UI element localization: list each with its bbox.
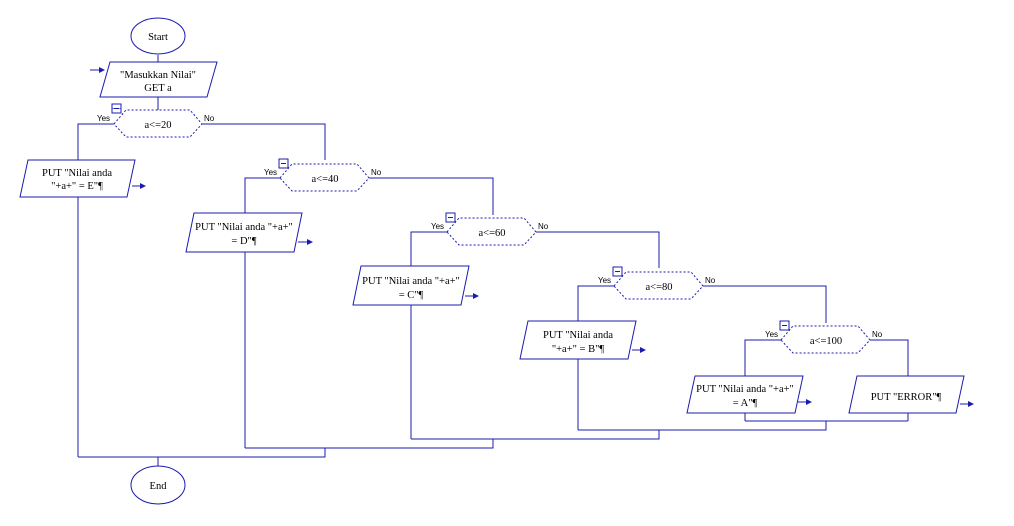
collapse-icon[interactable] xyxy=(445,212,456,223)
start-terminal[interactable]: Start xyxy=(130,17,186,55)
decision-4-no-label: No xyxy=(705,276,716,285)
decision-5-yes-label: Yes xyxy=(765,330,778,339)
decision-3-no-label: No xyxy=(538,222,549,231)
output-a-line-1: PUT "Nilai anda "+a+" xyxy=(696,384,794,395)
decision-4-condition: a<=80 xyxy=(645,282,672,293)
collapse-icon[interactable] xyxy=(278,158,289,169)
decision-1-condition: a<=20 xyxy=(144,120,171,131)
flow-arrows xyxy=(90,67,974,407)
input-line-2: GET a xyxy=(144,83,172,94)
output-b-line-1: PUT "Nilai anda xyxy=(543,330,613,341)
decision-5-no-label: No xyxy=(872,330,883,339)
input-line-1: "Masukkan Nilai" xyxy=(120,70,196,81)
decision-1[interactable]: a<=20 Yes No xyxy=(97,103,215,138)
output-d-line-2: = D"¶ xyxy=(231,236,256,247)
output-e-line-2: "+a+" = E"¶ xyxy=(51,181,103,192)
output-grade-c[interactable]: PUT "Nilai anda "+a+" = C"¶ xyxy=(352,265,470,306)
collapse-icon[interactable] xyxy=(612,266,623,277)
output-d-line-1: PUT "Nilai anda "+a+" xyxy=(195,222,293,233)
end-label: End xyxy=(150,481,168,492)
output-a-line-2: = A"¶ xyxy=(733,398,758,409)
decision-5[interactable]: a<=100 Yes No xyxy=(765,320,883,354)
decision-3-yes-label: Yes xyxy=(431,222,444,231)
decision-2-yes-label: Yes xyxy=(264,168,277,177)
decision-1-no-label: No xyxy=(204,114,215,123)
decision-3[interactable]: a<=60 Yes No xyxy=(431,212,549,246)
decision-2-no-label: No xyxy=(371,168,382,177)
decision-2-condition: a<=40 xyxy=(311,174,338,185)
collapse-icon[interactable] xyxy=(111,103,122,114)
decision-3-condition: a<=60 xyxy=(478,228,505,239)
decision-2[interactable]: a<=40 Yes No xyxy=(264,158,382,192)
decision-4[interactable]: a<=80 Yes No xyxy=(598,266,716,300)
output-grade-a[interactable]: PUT "Nilai anda "+a+" = A"¶ xyxy=(686,375,804,414)
collapse-icon[interactable] xyxy=(779,320,790,331)
end-terminal[interactable]: End xyxy=(130,465,186,505)
output-grade-d[interactable]: PUT "Nilai anda "+a+" = D"¶ xyxy=(185,212,303,253)
decision-5-condition: a<=100 xyxy=(810,336,842,347)
input-block[interactable]: "Masukkan Nilai" GET a xyxy=(99,61,218,98)
decision-4-yes-label: Yes xyxy=(598,276,611,285)
output-c-line-2: = C"¶ xyxy=(399,290,424,301)
output-grade-b[interactable]: PUT "Nilai anda "+a+" = B"¶ xyxy=(519,320,637,360)
output-e-line-1: PUT "Nilai anda xyxy=(42,168,112,179)
output-b-line-2: "+a+" = B"¶ xyxy=(552,344,605,355)
output-error[interactable]: PUT "ERROR"¶ xyxy=(848,375,965,414)
connector-lines xyxy=(77,55,909,466)
output-error-line-1: PUT "ERROR"¶ xyxy=(871,392,942,403)
output-grade-e[interactable]: PUT "Nilai anda "+a+" = E"¶ xyxy=(19,159,136,198)
output-c-line-1: PUT "Nilai anda "+a+" xyxy=(362,276,460,287)
decision-1-yes-label: Yes xyxy=(97,114,110,123)
start-label: Start xyxy=(148,32,168,43)
